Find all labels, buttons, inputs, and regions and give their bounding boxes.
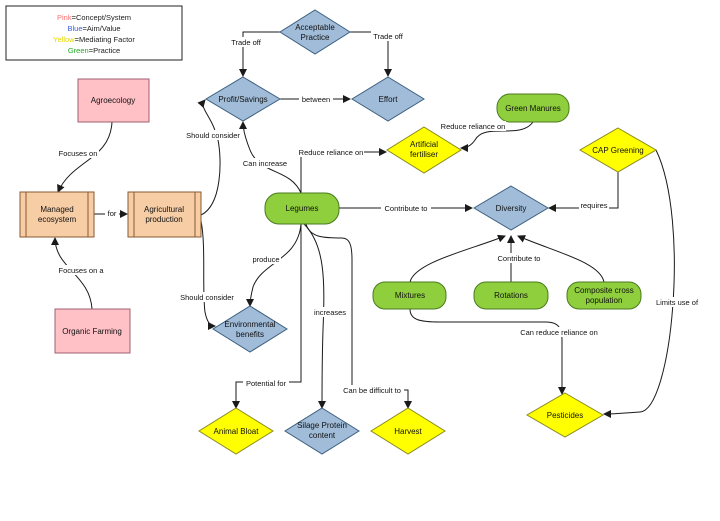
svg-text:Effort: Effort <box>379 95 399 104</box>
label-produce: produce <box>252 255 279 264</box>
edge-legumes-silage <box>303 223 327 409</box>
label-between: between <box>302 95 330 104</box>
label-increases: increases <box>314 308 346 317</box>
edge-composite-diversity <box>517 235 605 283</box>
label-focuses-on-a: Focuses on a <box>58 266 104 275</box>
node-diversity: Diversity <box>473 185 549 231</box>
svg-text:Green Manures: Green Manures <box>505 104 561 113</box>
svg-text:Profit/Savings: Profit/Savings <box>218 95 267 104</box>
label-trade-off-left: Trade off <box>231 38 262 47</box>
svg-text:Diversity: Diversity <box>496 204 527 213</box>
edge-agroecology-managed <box>57 121 113 193</box>
label-reduce-reliance-gm: Reduce reliance on <box>441 122 506 131</box>
svg-text:Harvest: Harvest <box>394 427 422 436</box>
node-pesticides: Pesticides <box>526 392 604 438</box>
svg-text:CAP Greening: CAP Greening <box>592 146 643 155</box>
node-effort: Effort <box>351 76 425 122</box>
label-should-consider-top: Should consider <box>186 131 240 140</box>
node-mixtures: Mixtures <box>372 281 447 310</box>
edge-acceptable-profit <box>239 31 280 77</box>
edge-legumes-env <box>246 223 302 307</box>
svg-text:Agroecology: Agroecology <box>91 96 135 105</box>
edge-legumes-harvest <box>305 223 412 409</box>
label-reduce-reliance-legumes: Reduce reliance on <box>299 148 364 157</box>
edge-legumes-fertiliser <box>300 148 387 193</box>
node-rotations: Rotations <box>473 281 549 310</box>
svg-text:Rotations: Rotations <box>494 291 528 300</box>
legend-yellow: Yellow=Mediating Factor <box>53 35 135 44</box>
node-organic-farming: Organic Farming <box>54 308 131 354</box>
svg-text:Legumes: Legumes <box>286 204 319 213</box>
edge-agri-profit <box>197 99 221 216</box>
legend-green: Green=Practice <box>68 46 120 55</box>
edge-gm-fertiliser <box>460 121 534 152</box>
legend-blue: Blue=Aim/Value <box>67 24 120 33</box>
svg-text:Animal Bloat: Animal Bloat <box>214 427 260 436</box>
label-contribute-to-2: Contribute to <box>498 254 541 263</box>
label-can-increase: Can increase <box>243 159 287 168</box>
svg-text:Organic Farming: Organic Farming <box>62 327 122 336</box>
svg-text:Pesticides: Pesticides <box>547 411 583 420</box>
label-requires: requires <box>580 201 607 210</box>
label-can-reduce-reliance-on: Can reduce reliance on <box>520 328 598 337</box>
node-harvest: Harvest <box>370 407 446 455</box>
edge-legumes-profit <box>239 121 302 194</box>
label-limits-use-of: Limits use of <box>656 298 699 307</box>
edge-mixtures-pesticides <box>409 308 566 395</box>
node-legumes: Legumes <box>264 192 340 225</box>
svg-text:Mixtures: Mixtures <box>395 291 425 300</box>
node-green-manures: Green Manures <box>496 93 570 123</box>
edge-agri-env <box>200 220 216 330</box>
label-potential-for: Potential for <box>246 379 287 388</box>
legend-pink: Pink=Concept/System <box>57 13 131 22</box>
label-can-be-difficult-to: Can be difficult to <box>343 386 401 395</box>
node-profit-savings: Profit/Savings <box>205 76 281 122</box>
label-should-consider-bottom: Should consider <box>180 293 234 302</box>
edge-labels: Trade off Trade off between Should consi… <box>57 31 701 395</box>
edge-cap-diversity <box>548 171 619 212</box>
label-contribute-to: Contribute to <box>385 204 428 213</box>
node-agroecology: Agroecology <box>77 78 150 123</box>
label-focuses-on: Focuses on <box>59 149 98 158</box>
edge-mixtures-diversity <box>409 234 506 283</box>
node-animal-bloat: Animal Bloat <box>198 407 274 455</box>
legend: Pink=Concept/System Blue=Aim/Value Yello… <box>5 5 183 61</box>
label-trade-off-right: Trade off <box>373 32 404 41</box>
node-cap-greening: CAP Greening <box>579 127 657 173</box>
edge-cap-pesticides <box>603 149 675 418</box>
label-for: for <box>108 209 117 218</box>
